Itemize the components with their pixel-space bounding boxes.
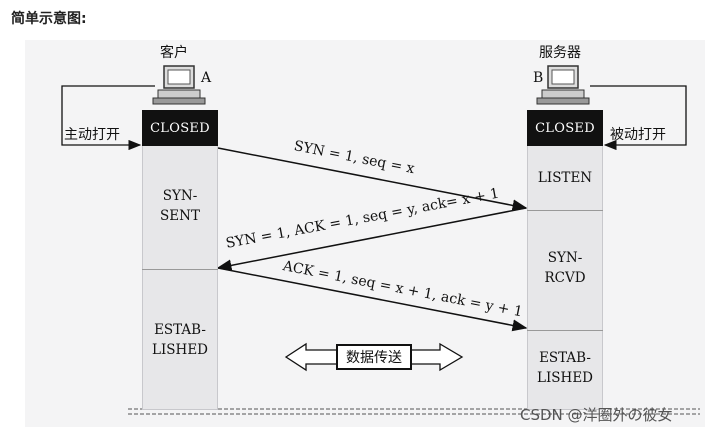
server-role-label: 服务器 — [539, 45, 581, 61]
client-state-syn-sent: SYN- SENT — [160, 188, 200, 224]
data-transfer-label: 数据传送 — [336, 344, 412, 370]
server-state-listen: LISTEN — [537, 170, 593, 186]
server-state-syn-rcvd: SYN- RCVD — [544, 250, 586, 286]
server-computer-icon — [536, 65, 590, 105]
server-closed-state: CLOSED — [527, 110, 603, 146]
server-letter: B — [533, 70, 544, 86]
syn-arrow — [217, 147, 528, 212]
watermark-text: CSDN @洋圈外の彼女 — [520, 406, 673, 424]
active-open-label: 主动打开 — [64, 127, 120, 143]
syn-ack-arrow — [216, 207, 527, 272]
client-role-label: 客户 — [160, 45, 188, 61]
client-timeline — [142, 110, 218, 410]
client-state-established: ESTAB- LISHED — [152, 322, 208, 358]
client-letter: A — [201, 70, 212, 86]
server-divider-2 — [527, 330, 603, 331]
server-state-established: ESTAB- LISHED — [537, 350, 593, 386]
client-computer-icon — [152, 65, 206, 105]
server-divider-1 — [527, 210, 603, 211]
client-divider — [142, 269, 218, 270]
server-open-arrow — [590, 85, 687, 151]
passive-open-label: 被动打开 — [610, 127, 666, 143]
ack-arrow — [217, 267, 528, 332]
client-open-arrow — [61, 85, 155, 151]
client-closed-state: CLOSED — [142, 110, 218, 146]
server-timeline — [527, 110, 603, 410]
section-heading: 简单示意图: — [11, 11, 87, 27]
